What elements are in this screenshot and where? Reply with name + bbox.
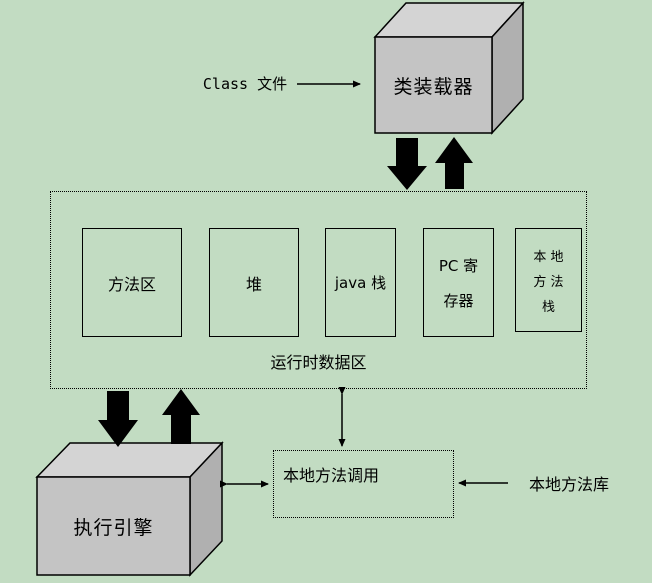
native-method-stack-line1: 本 地 — [533, 249, 564, 265]
method-area-label: 方法区 — [107, 274, 156, 294]
execution-engine-cube — [35, 441, 224, 577]
runtime-data-area: 方法区 堆 java 栈 PC 寄 存器 本 地 方 法 栈 运行时数据区 — [50, 191, 587, 389]
runtime-data-area-caption: 运行时数据区 — [270, 353, 367, 372]
method-area-box: 方法区 — [82, 228, 182, 337]
pc-register-box: PC 寄 存器 — [423, 228, 494, 337]
pc-register-line2: 存器 — [443, 291, 474, 310]
class-loader-cube-front — [374, 36, 493, 134]
java-stack-label: java 栈 — [334, 274, 387, 292]
execution-engine-label: 执行引擎 — [73, 516, 154, 539]
native-method-library-label: 本地方法库 — [528, 475, 609, 494]
heap-label: 堆 — [245, 274, 262, 294]
thick-up-arrow-runtime-to-classloader — [435, 137, 473, 189]
native-method-stack-line2: 方 法 — [533, 274, 564, 290]
class-file-label: Class 文件 — [202, 74, 288, 93]
thick-down-arrow-runtime-to-engine — [98, 391, 138, 447]
native-method-invoke-box: 本地方法调用 — [273, 450, 454, 518]
thick-down-arrow-classloader-to-runtime — [387, 138, 427, 190]
class-loader-label: 类装载器 — [393, 75, 474, 98]
execution-engine-cube-front — [36, 476, 191, 576]
heap-box: 堆 — [209, 228, 299, 337]
native-method-stack-line3: 栈 — [541, 299, 555, 315]
native-method-invoke-label: 本地方法调用 — [283, 466, 380, 485]
pc-register-line1: PC 寄 — [438, 256, 479, 275]
native-method-stack-box: 本 地 方 法 栈 — [515, 228, 582, 332]
class-loader-cube — [373, 1, 525, 135]
java-stack-box: java 栈 — [325, 228, 396, 337]
thick-up-arrow-engine-to-runtime — [162, 389, 200, 444]
